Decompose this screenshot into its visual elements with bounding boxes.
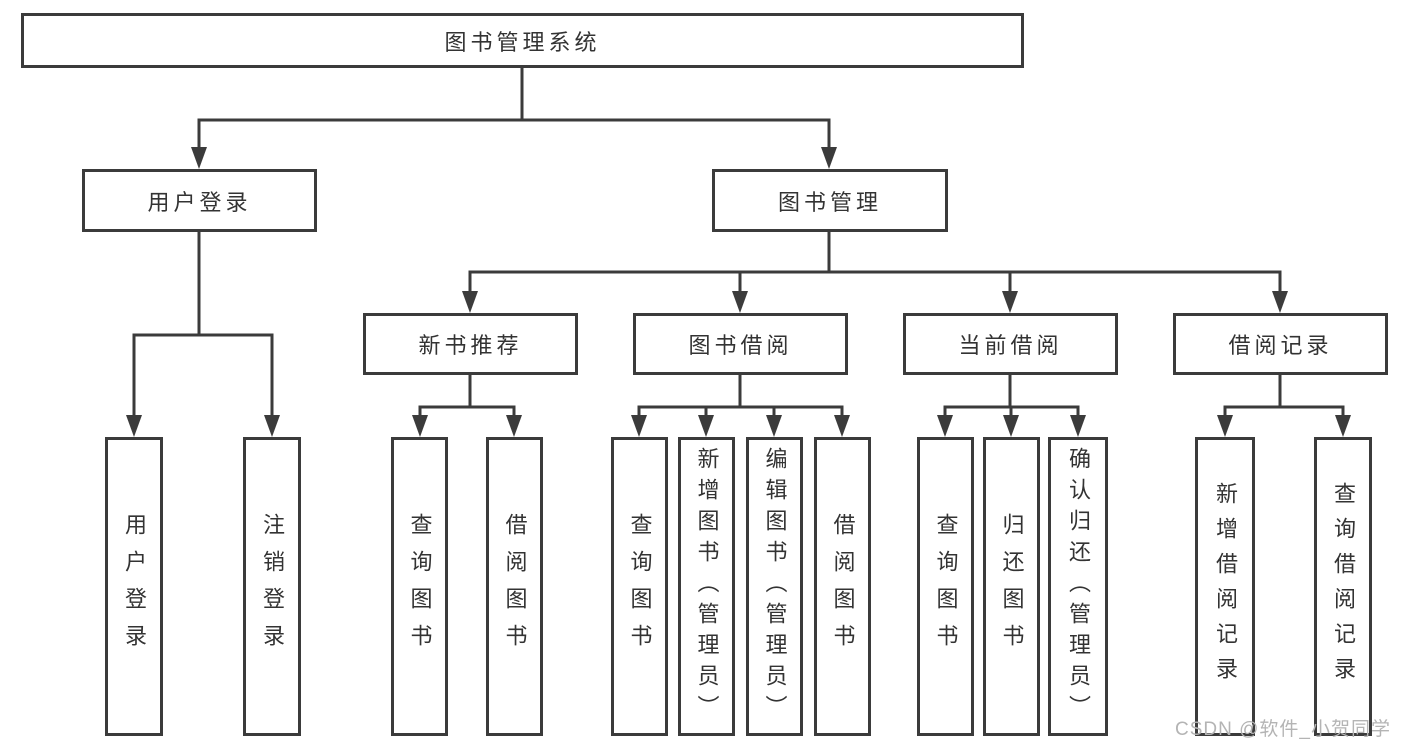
node-user-login: 用户登录 xyxy=(82,169,317,232)
node-leaf-bb-query-label: 查询图书 xyxy=(627,512,653,661)
node-book-borrow: 图书借阅 xyxy=(633,313,848,375)
arrow-down-icon xyxy=(1335,415,1351,437)
node-book-borrow-label: 图书借阅 xyxy=(688,333,793,358)
node-new-books: 新书推荐 xyxy=(363,313,578,375)
node-leaf-cb-query-label: 查询图书 xyxy=(933,512,959,661)
arrow-down-icon xyxy=(264,415,280,437)
node-leaf-nb-query-label: 查询图书 xyxy=(407,512,433,661)
arrow-down-icon xyxy=(1002,291,1018,313)
arrow-down-icon xyxy=(821,147,837,169)
arrow-down-icon xyxy=(937,415,953,437)
arrow-down-icon xyxy=(698,415,714,437)
arrow-down-icon xyxy=(462,291,478,313)
node-leaf-bb-borrow: 借阅图书 xyxy=(814,437,871,736)
arrow-down-icon xyxy=(1070,415,1086,437)
node-leaf-user-login: 用户登录 xyxy=(105,437,163,736)
node-current-borrow: 当前借阅 xyxy=(903,313,1118,375)
node-root-label: 图书管理系统 xyxy=(444,29,601,55)
arrow-down-icon xyxy=(506,415,522,437)
arrow-down-icon xyxy=(732,291,748,313)
node-leaf-cb-confirm-label: 确认归还（管理员） xyxy=(1066,447,1091,726)
node-borrow-records: 借阅记录 xyxy=(1173,313,1388,375)
node-leaf-br-query: 查询借阅记录 xyxy=(1314,437,1372,736)
node-leaf-bb-add: 新增图书（管理员） xyxy=(678,437,735,736)
node-leaf-logout: 注销登录 xyxy=(243,437,301,736)
node-leaf-cb-query: 查询图书 xyxy=(917,437,974,736)
arrow-down-icon xyxy=(834,415,850,437)
arrow-down-icon xyxy=(412,415,428,437)
node-leaf-br-query-label: 查询借阅记录 xyxy=(1331,481,1356,692)
arrowheads xyxy=(126,147,1351,437)
node-leaf-bb-borrow-label: 借阅图书 xyxy=(830,512,856,661)
node-leaf-br-add: 新增借阅记录 xyxy=(1195,437,1255,736)
node-borrow-records-label: 借阅记录 xyxy=(1228,333,1333,358)
arrow-down-icon xyxy=(1217,415,1233,437)
node-book-mgmt-label: 图书管理 xyxy=(777,189,882,215)
node-book-mgmt: 图书管理 xyxy=(712,169,948,232)
node-leaf-nb-borrow-label: 借阅图书 xyxy=(502,512,528,661)
node-leaf-nb-borrow: 借阅图书 xyxy=(486,437,543,736)
node-user-login-label: 用户登录 xyxy=(147,189,252,215)
node-leaf-bb-add-label: 新增图书（管理员） xyxy=(694,447,720,726)
node-leaf-user-login-label: 用户登录 xyxy=(122,512,147,661)
arrow-down-icon xyxy=(1003,415,1019,437)
node-leaf-bb-query: 查询图书 xyxy=(611,437,668,736)
node-leaf-cb-return-label: 归还图书 xyxy=(999,512,1025,661)
node-leaf-cb-return: 归还图书 xyxy=(983,437,1040,736)
arrow-down-icon xyxy=(766,415,782,437)
node-leaf-cb-confirm: 确认归还（管理员） xyxy=(1048,437,1108,736)
arrow-down-icon xyxy=(126,415,142,437)
connector-line xyxy=(132,66,1345,421)
arrow-down-icon xyxy=(631,415,647,437)
node-current-borrow-label: 当前借阅 xyxy=(958,333,1063,358)
node-leaf-nb-query: 查询图书 xyxy=(391,437,448,736)
node-leaf-logout-label: 注销登录 xyxy=(260,512,285,661)
node-new-books-label: 新书推荐 xyxy=(418,333,523,358)
node-leaf-bb-edit: 编辑图书（管理员） xyxy=(746,437,803,736)
node-leaf-bb-edit-label: 编辑图书（管理员） xyxy=(762,447,788,726)
csdn-watermark: CSDN @软件_小贺同学 xyxy=(1175,719,1391,740)
arrow-down-icon xyxy=(191,147,207,169)
node-root: 图书管理系统 xyxy=(21,13,1024,68)
arrow-down-icon xyxy=(1272,291,1288,313)
node-leaf-br-add-label: 新增借阅记录 xyxy=(1213,481,1238,692)
